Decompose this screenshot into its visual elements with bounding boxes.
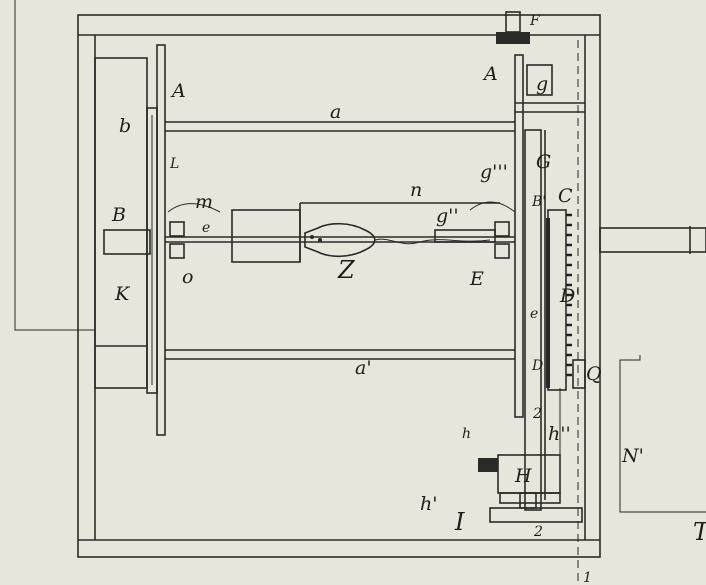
label-B-left: B — [111, 204, 126, 226]
right-plate-A — [514, 54, 524, 418]
label-D: D — [531, 358, 543, 374]
label-C: C — [558, 185, 573, 207]
left-clamp-top — [169, 221, 185, 237]
gear-edge — [546, 218, 550, 388]
right-shaft — [599, 227, 706, 253]
label-B-prime: B' — [531, 194, 546, 210]
left-arm-m — [231, 209, 301, 263]
label-h-prime: h' — [420, 493, 437, 515]
label-L: L — [169, 156, 179, 172]
label-K: K — [114, 283, 131, 305]
label-E: E — [469, 268, 484, 290]
left-plate-A — [156, 44, 166, 436]
right-arc — [469, 201, 516, 213]
outer-frame — [77, 14, 601, 558]
label-o: o — [182, 266, 193, 288]
label-T: T — [693, 518, 706, 546]
bracket-Q — [572, 359, 586, 389]
right-nut-top — [494, 221, 510, 237]
label-H: H — [514, 465, 532, 487]
knob-h — [478, 458, 498, 472]
label-g-triple: g''' — [480, 161, 508, 183]
block-g — [526, 64, 553, 96]
label-e-right: e — [530, 306, 538, 322]
gear-teeth — [566, 213, 572, 377]
bulb-dot-2 — [318, 238, 322, 242]
label-a-bottom: a' — [355, 357, 372, 379]
label-2-upper: 2 — [532, 406, 542, 422]
label-D-prime: D' — [559, 285, 580, 307]
label-m: m — [195, 191, 213, 213]
label-A-left: A — [170, 80, 186, 102]
left-arc — [167, 203, 221, 213]
label-I: I — [454, 508, 465, 536]
left-shaft-B — [103, 229, 151, 255]
label-1: 1 — [583, 570, 592, 585]
label-N-prime: N' — [621, 445, 644, 467]
label-h-double: h'' — [548, 423, 571, 445]
label-b: b — [119, 115, 131, 137]
left-plate-L — [146, 107, 158, 394]
bulb-wire — [374, 238, 491, 245]
bulb-dot-1 — [310, 235, 314, 239]
left-lead-line — [14, 0, 95, 331]
label-n: n — [410, 179, 422, 201]
label-e-left: e — [202, 220, 210, 236]
label-G: G — [536, 151, 551, 173]
right-box-N — [619, 355, 706, 513]
label-2-lower: 2 — [533, 524, 543, 540]
label-g: g — [536, 73, 548, 95]
label-Q: Q — [586, 363, 602, 385]
box-H-foot — [519, 492, 537, 509]
bulb-Z — [304, 222, 376, 258]
right-nut-bottom — [494, 243, 510, 259]
label-g-double: g'' — [436, 205, 459, 227]
label-Z: Z — [337, 256, 356, 284]
label-h: h — [462, 426, 471, 442]
rod-G — [524, 129, 542, 511]
box-H-base — [499, 492, 561, 504]
label-a-top: a — [330, 101, 341, 123]
screw-F-head — [496, 32, 530, 44]
label-A-right: A — [482, 63, 498, 85]
left-clamp-bottom — [169, 243, 185, 259]
label-F: F — [529, 13, 541, 29]
